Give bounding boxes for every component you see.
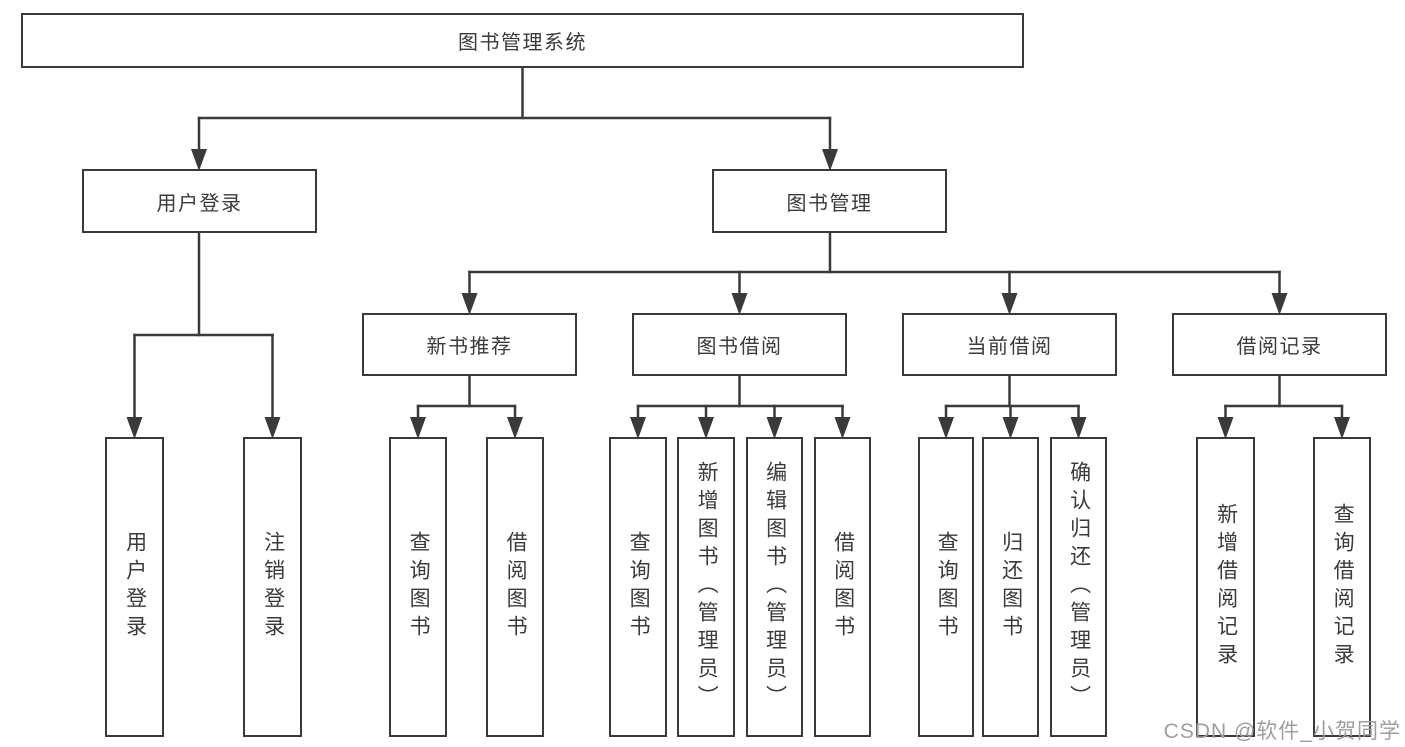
leaf-borrow-books-recommend-label: 借阅图书 [504, 531, 528, 643]
node-book-borrow-label: 图书借阅 [696, 336, 783, 358]
node-new-book-recommend: 新书推荐 [362, 313, 577, 376]
node-root-label: 图书管理系统 [458, 32, 587, 54]
leaf-query-books-borrow: 查询图书 [609, 437, 667, 737]
leaf-confirm-return-admin-label: 确认归还（管理员） [1067, 461, 1091, 713]
arrowheads [126, 149, 1350, 439]
node-current-borrow: 当前借阅 [902, 313, 1117, 376]
leaf-return-books: 归还图书 [982, 437, 1039, 737]
node-borrow-records: 借阅记录 [1172, 313, 1387, 376]
leaf-return-books-label: 归还图书 [999, 531, 1023, 643]
leaf-add-books-admin: 新增图书（管理员） [677, 437, 735, 737]
node-user-login: 用户登录 [82, 169, 317, 233]
node-root: 图书管理系统 [21, 13, 1024, 68]
leaf-add-books-admin-label: 新增图书（管理员） [695, 461, 719, 713]
leaf-user-login: 用户登录 [105, 437, 164, 737]
leaf-edit-books-admin-label: 编辑图书（管理员） [763, 461, 787, 713]
leaf-borrow-books-recommend: 借阅图书 [486, 437, 544, 737]
node-book-management: 图书管理 [712, 169, 947, 233]
leaf-query-books-recommend: 查询图书 [389, 437, 447, 737]
leaf-logout-label: 注销登录 [261, 531, 285, 643]
leaf-borrow-books-borrow-label: 借阅图书 [831, 531, 855, 643]
node-book-management-label: 图书管理 [786, 192, 873, 215]
node-user-login-label: 用户登录 [156, 192, 243, 215]
leaf-logout: 注销登录 [243, 437, 302, 737]
leaf-borrow-books-borrow: 借阅图书 [814, 437, 871, 737]
node-new-book-recommend-label: 新书推荐 [426, 336, 513, 358]
leaf-add-borrow-record-label: 新增借阅记录 [1214, 503, 1238, 671]
leaf-query-books-recommend-label: 查询图书 [407, 531, 431, 643]
csdn-watermark: CSDN @软件_小贺同学 [1163, 720, 1401, 743]
node-current-borrow-label: 当前借阅 [966, 336, 1053, 358]
node-borrow-records-label: 借阅记录 [1236, 336, 1323, 358]
leaf-query-borrow-record-label: 查询借阅记录 [1331, 503, 1355, 671]
leaf-query-borrow-record: 查询借阅记录 [1313, 437, 1371, 737]
node-book-borrow: 图书借阅 [632, 313, 847, 376]
leaf-query-books-current: 查询图书 [918, 437, 974, 737]
leaf-add-borrow-record: 新增借阅记录 [1196, 437, 1255, 737]
leaf-query-books-current-label: 查询图书 [935, 531, 959, 643]
leaf-user-login-label: 用户登录 [123, 531, 147, 643]
leaf-edit-books-admin: 编辑图书（管理员） [746, 437, 803, 737]
leaf-confirm-return-admin: 确认归还（管理员） [1050, 437, 1107, 737]
leaf-query-books-borrow-label: 查询图书 [627, 531, 651, 643]
